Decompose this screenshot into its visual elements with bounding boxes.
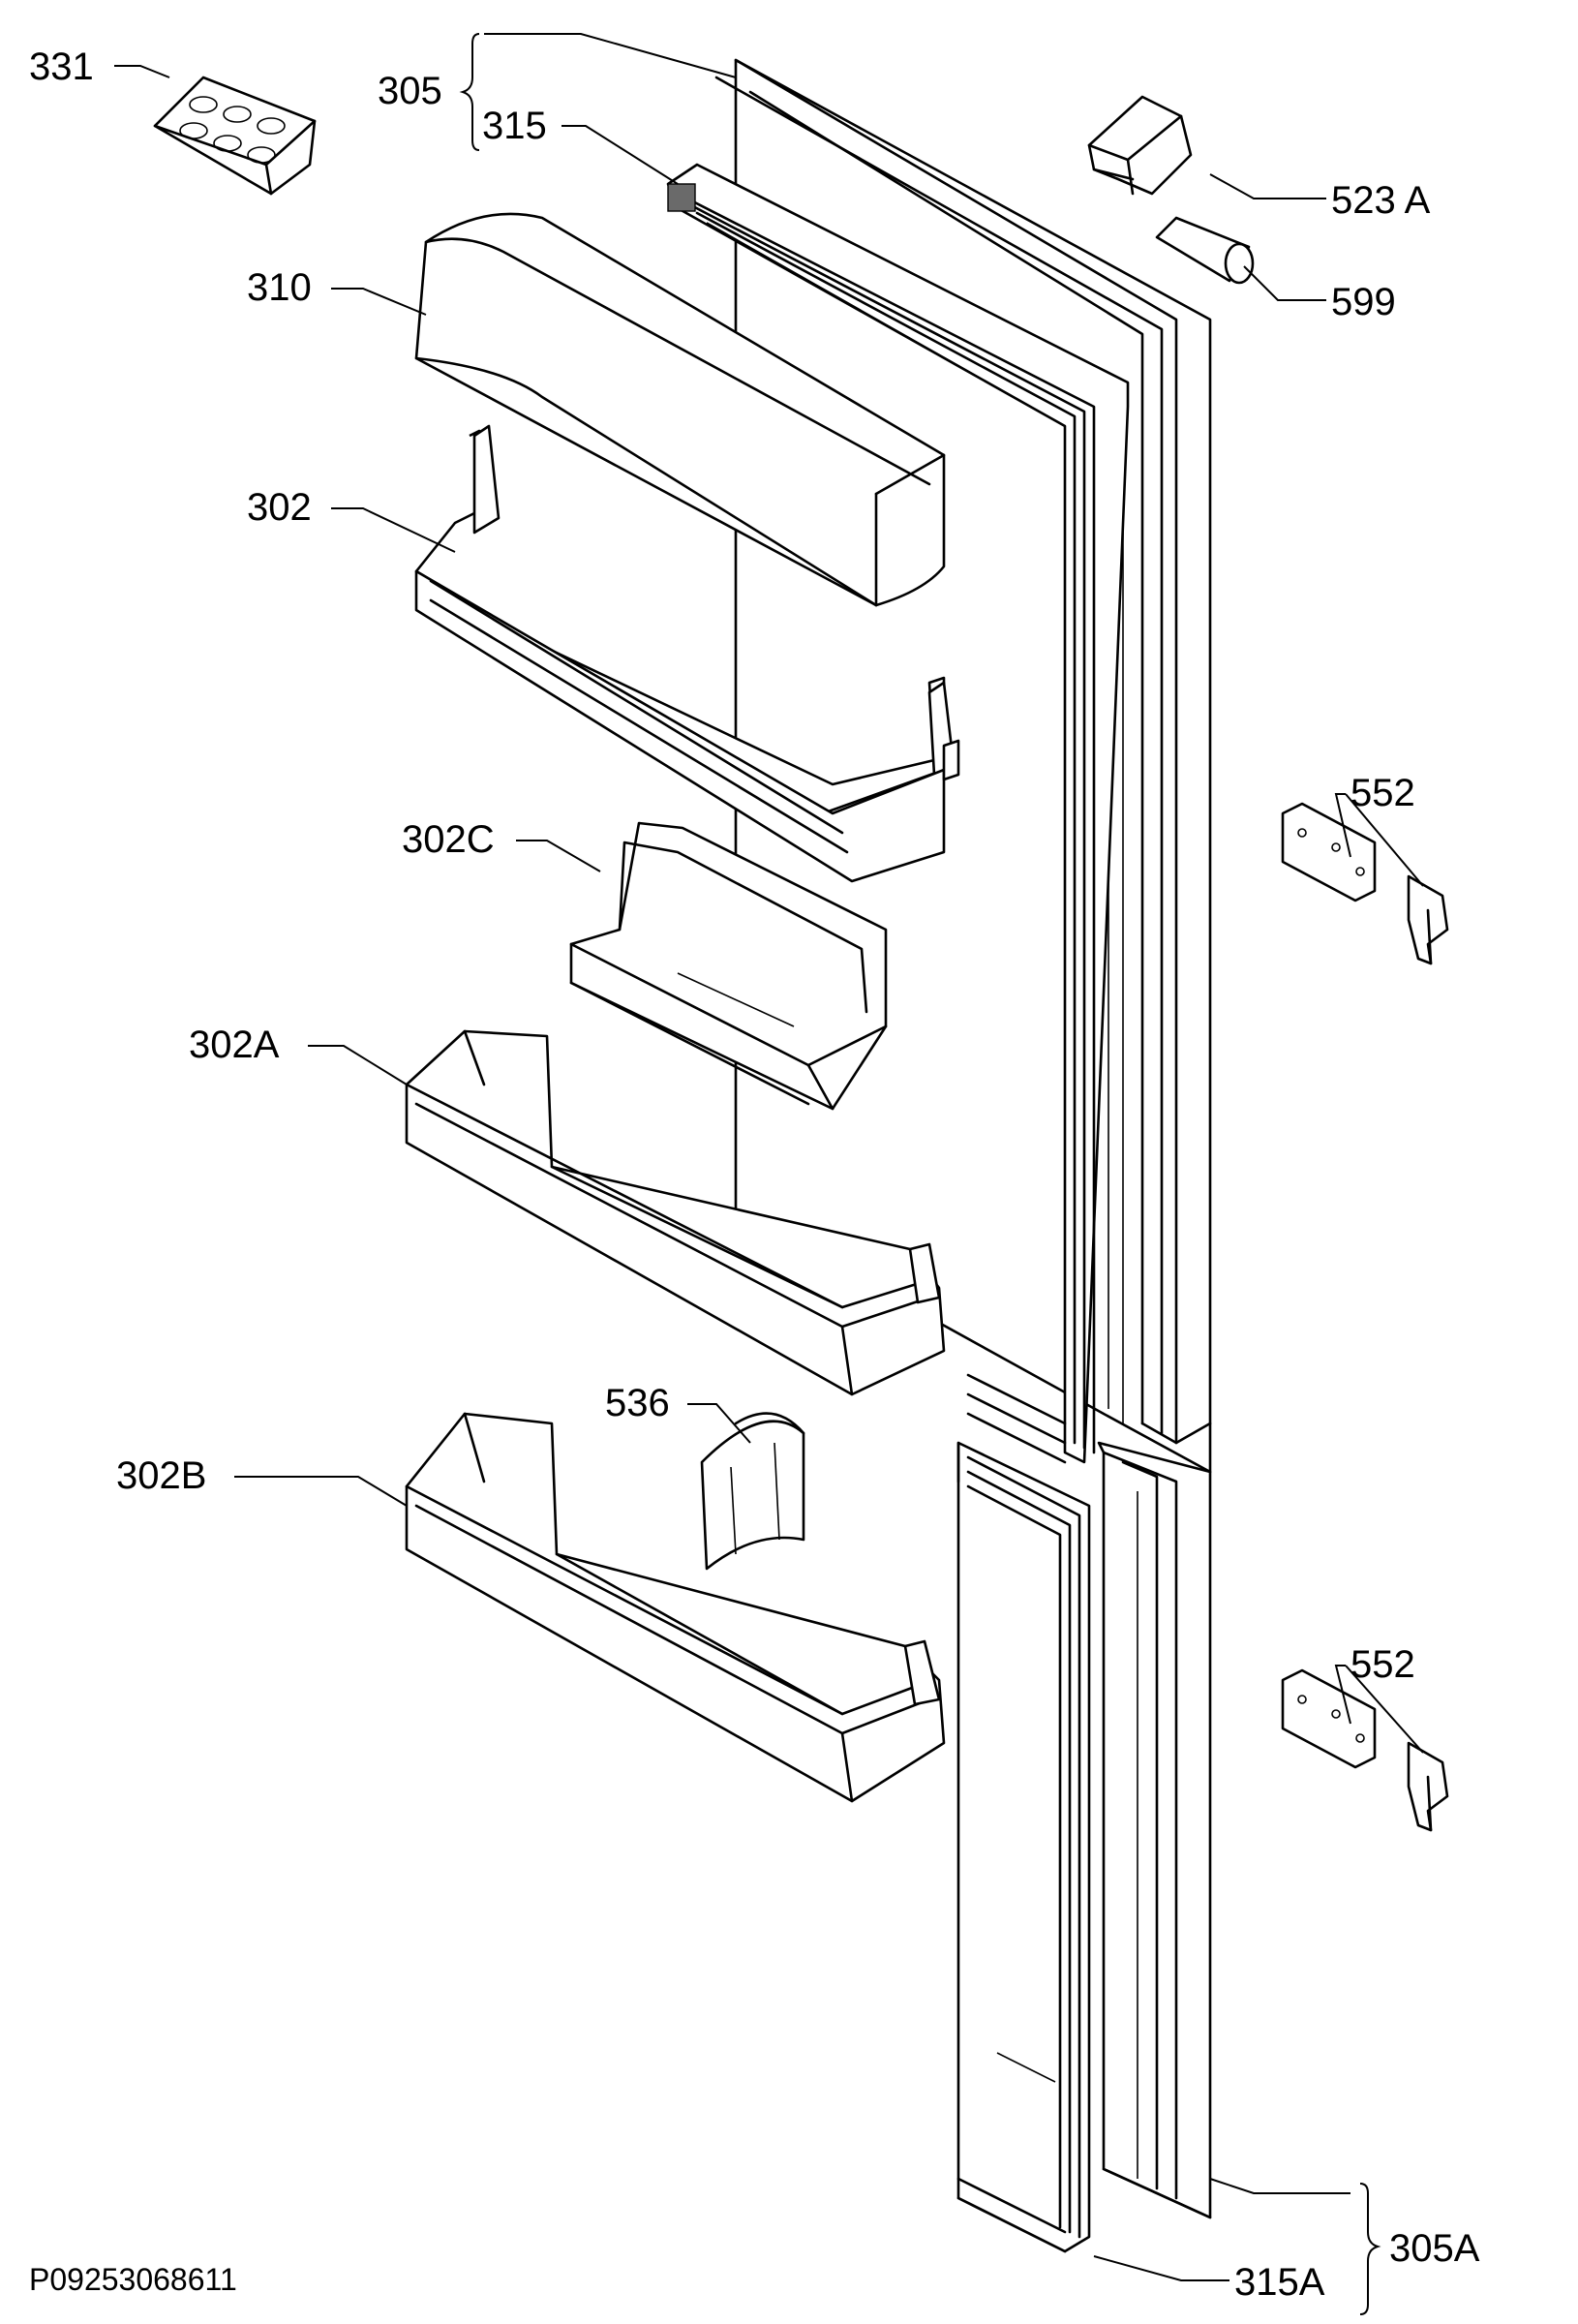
label-552-top: 552: [1350, 772, 1415, 814]
lower-gasket-315a: [956, 1441, 1091, 2253]
door-shelf-302a: [405, 1029, 946, 1396]
label-305: 305: [378, 70, 442, 112]
hinge-bracket-552-bottom: [1281, 1668, 1449, 1832]
label-331: 331: [29, 46, 94, 88]
leader-lines: [114, 33, 1424, 2315]
part-labels: 331 305 315 310 302 302C 302A 536 302B 5…: [29, 46, 1480, 2304]
egg-tray-331: [153, 76, 317, 196]
door-shelf-302b: [405, 1412, 946, 1803]
label-302: 302: [247, 486, 312, 529]
small-shelf-302c: [569, 821, 888, 1111]
gasket-corner: [667, 183, 696, 212]
hinge-bracket-552-top: [1281, 802, 1449, 965]
upper-gasket-315: [666, 163, 1130, 1464]
label-310: 310: [247, 266, 312, 309]
hinge-pin-599: [1155, 216, 1255, 285]
label-552-bottom: 552: [1350, 1643, 1415, 1686]
dairy-lid-310: [414, 212, 946, 607]
hinge-cover-523a: [1087, 95, 1193, 196]
drawing-reference-number: P09253068611: [29, 2262, 237, 2297]
label-302c: 302C: [402, 818, 495, 861]
bottle-divider-536: [700, 1412, 805, 1571]
label-305a: 305A: [1389, 2227, 1480, 2270]
label-315: 315: [482, 105, 547, 147]
door-shelf-302: [414, 424, 960, 883]
label-302b: 302B: [116, 1454, 206, 1497]
label-302a: 302A: [189, 1024, 280, 1066]
label-315a: 315A: [1234, 2261, 1325, 2304]
lower-door-305a: [1097, 1441, 1212, 2219]
label-523a: 523 A: [1331, 179, 1431, 222]
label-599: 599: [1331, 281, 1396, 323]
label-536: 536: [605, 1382, 670, 1424]
